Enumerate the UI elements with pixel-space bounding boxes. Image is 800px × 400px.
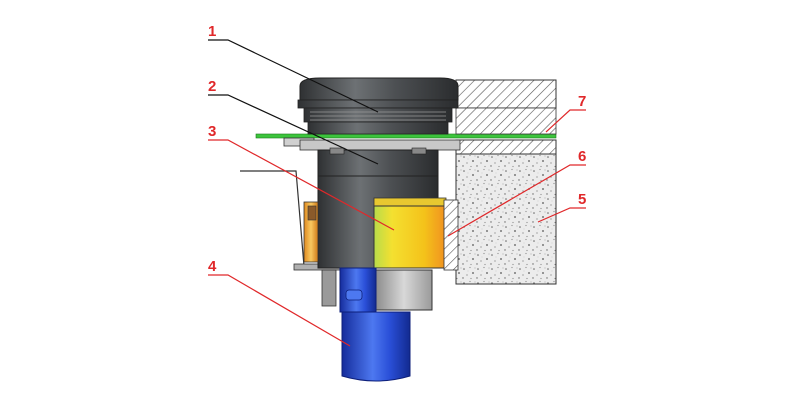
drain-grate-top [297,77,459,135]
adapter-sleeve [375,269,433,311]
callout-2: 2 [208,78,216,95]
callout-3: 3 [208,123,216,140]
callout-7: 7 [578,93,586,110]
leader-4 [208,274,351,347]
callout-leaders [208,39,586,347]
callout-labels: 1 2 3 4 5 6 7 [208,23,586,275]
sealing-ring [373,197,459,271]
concrete-slab [455,79,557,285]
callout-4: 4 [208,258,217,275]
callout-6: 6 [578,148,586,165]
leader-5 [537,207,586,223]
leader-3 [208,139,395,231]
leader-6 [447,164,586,237]
leader-1 [208,39,379,113]
leader-7 [545,109,586,133]
callout-5: 5 [578,191,586,208]
callout-1: 1 [208,23,216,40]
outlet-pipe [339,267,411,382]
leader-2 [208,94,379,165]
side-clamp [303,201,337,307]
